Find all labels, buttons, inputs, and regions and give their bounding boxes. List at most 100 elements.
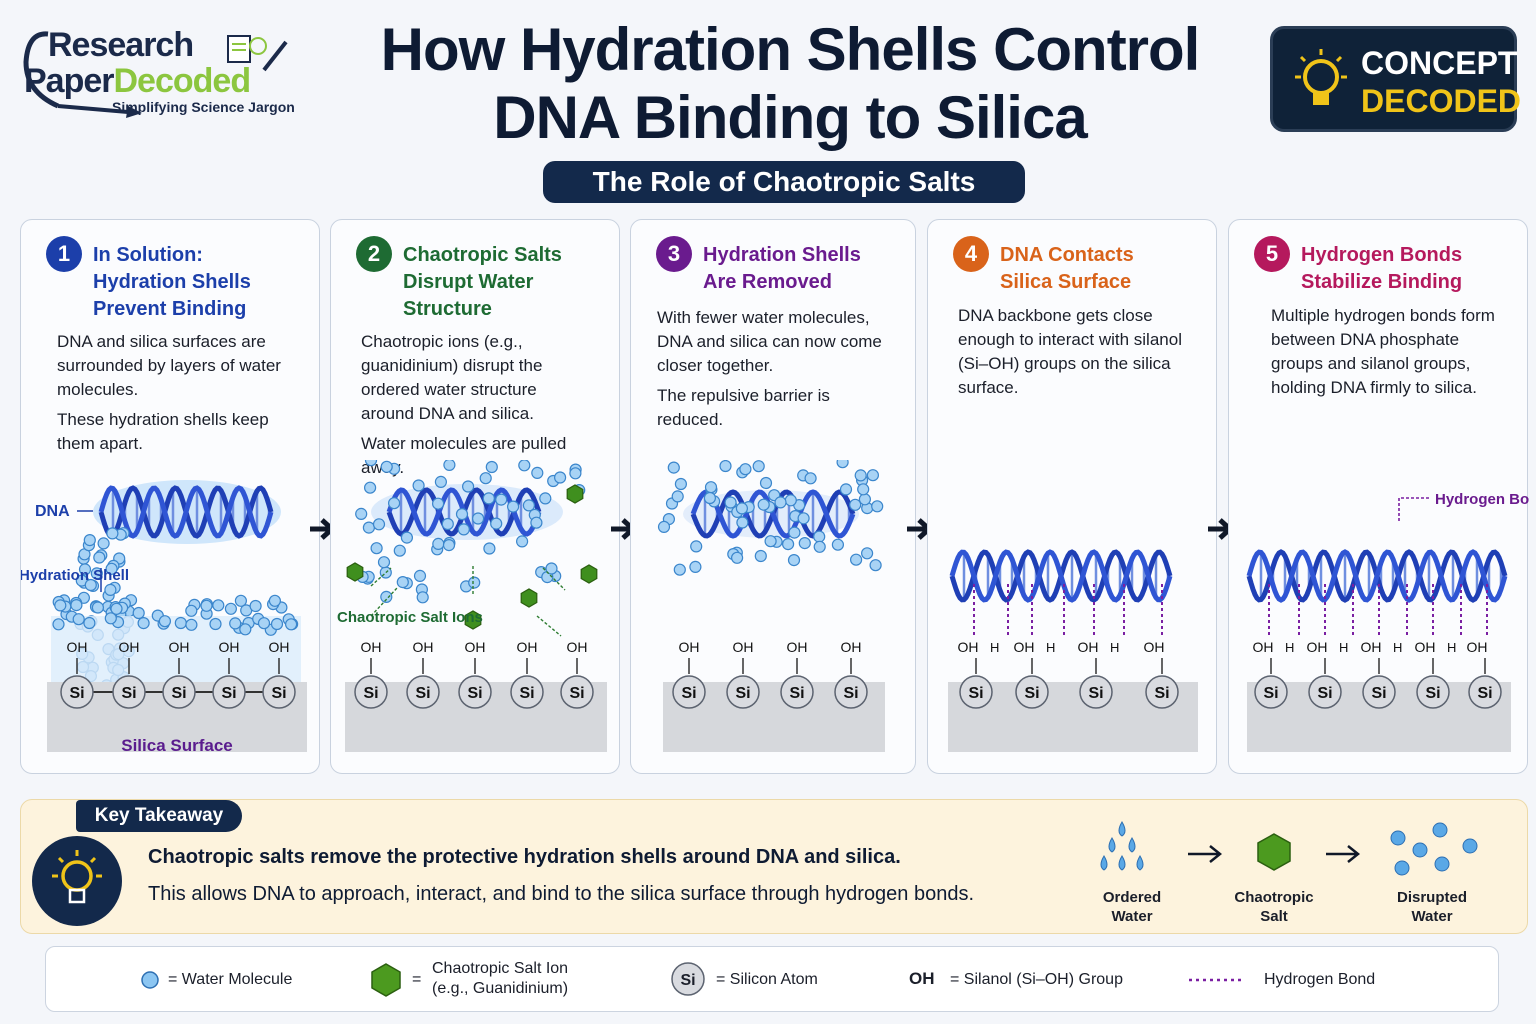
silicon-label: Si [1425, 685, 1440, 702]
water-molecule [861, 547, 874, 560]
silicon-label: Si [968, 685, 983, 702]
silanol-oh: OH [1014, 639, 1035, 655]
takeaway-lightbulb-icon [32, 836, 122, 926]
silanol-oh: OH [567, 639, 588, 655]
silanol-oh: OH [219, 639, 240, 655]
water-molecule [268, 594, 281, 607]
chaotropic-ions-label: Chaotropic Salt Ions [337, 609, 483, 626]
step-description: Chaotropic ions (e.g., guanidinium) disr… [361, 330, 591, 482]
scattered-water-molecules [355, 460, 586, 604]
silicon-label: Si [569, 685, 584, 702]
hydrogen-atom: H [1046, 640, 1055, 655]
water-molecule [797, 512, 810, 525]
dna-helix [949, 549, 1173, 603]
water-molecule [468, 576, 481, 589]
salt-ion-icon [371, 963, 401, 997]
step-number: 4 [953, 236, 989, 272]
water-molecule [569, 467, 582, 480]
water-molecule [413, 569, 427, 583]
logo: Research PaperDecoded Simplifying Scienc… [18, 22, 308, 122]
water-molecule [104, 583, 117, 596]
silicon-label: Si [1088, 685, 1103, 702]
water-molecule [90, 567, 103, 580]
step-title: In Solution: Hydration Shells Prevent Bi… [93, 242, 251, 323]
silicon-label: Si [363, 685, 378, 702]
step-title: Chaotropic Salts Disrupt Water Structure [403, 242, 562, 323]
silanol-oh: OH [517, 639, 538, 655]
silicon-label: Si [735, 685, 750, 702]
logo-tagline: Simplifying Science Jargon [112, 99, 295, 115]
desc-paragraph: Chaotropic ions (e.g., guanidinium) disr… [361, 332, 543, 423]
water-molecule [441, 517, 454, 531]
arrow-right-icon [1188, 845, 1223, 863]
silicon-atom [1254, 675, 1288, 709]
silanol-oh: OH [67, 639, 88, 655]
water-molecule [185, 618, 198, 631]
water-molecule [690, 540, 703, 553]
water-molecule [850, 553, 863, 566]
dna-strand [690, 489, 856, 539]
silicon-label: Si [1024, 685, 1039, 702]
silanol-oh: OH [119, 639, 140, 655]
silanol-oh: OH [1307, 639, 1328, 655]
water-molecule [485, 460, 498, 474]
silicon-atom [354, 675, 388, 709]
water-molecule [813, 530, 826, 543]
water-molecule [518, 460, 531, 472]
silicon-atom [112, 675, 146, 709]
water-molecule [380, 460, 393, 473]
silicon-atom [560, 675, 594, 709]
water-molecule [363, 481, 377, 494]
step-5-panel: 5 Hydrogen Bonds Stabilize Binding Multi… [1228, 219, 1529, 774]
water-molecule [434, 475, 448, 488]
silanol-oh: OH [1253, 639, 1274, 655]
water-molecule [516, 535, 529, 548]
water-molecule [158, 615, 171, 628]
legend-salt: Chaotropic Salt Ion (e.g., Guanidinium) [432, 960, 569, 997]
title-line1: How Hydration Shells Control [380, 16, 1201, 83]
silicon-label: Si [843, 685, 858, 702]
silicon-atom [1416, 675, 1450, 709]
silica-surface-label: Silica Surface [121, 736, 233, 755]
silicon-atom [959, 675, 993, 709]
desc-paragraph: DNA backbone gets close enough to intera… [958, 306, 1182, 397]
step-2-panel: 2 Chaotropic Salts Disrupt Water Structu… [330, 219, 620, 774]
water-molecule [858, 493, 871, 506]
badge-line2: DECODED [1361, 83, 1522, 119]
water-molecule [857, 483, 870, 496]
logo-line2: PaperDecoded [24, 62, 251, 101]
desc-paragraph: With fewer water molecules, DNA and sili… [657, 308, 882, 375]
water-molecule [52, 618, 65, 631]
silanol-oh: OH [1415, 639, 1436, 655]
step-title-line: Hydrogen Bonds [1301, 244, 1463, 266]
water-molecule [83, 533, 96, 547]
water-molecule [355, 507, 368, 521]
water-molecule [788, 526, 801, 539]
water-molecule [137, 617, 150, 630]
step-description: With fewer water molecules, DNA and sili… [657, 306, 897, 434]
silicon-label: Si [171, 685, 186, 702]
water-molecule [442, 538, 456, 552]
water-molecule [132, 606, 145, 620]
takeaway-line2: This allows DNA to approach, interact, a… [148, 883, 975, 905]
water-molecule [854, 469, 867, 482]
hydrogen-atom: H [1393, 640, 1402, 655]
hydration-shell-label: Hydration Shell [21, 567, 129, 584]
step-description: DNA and silica surfaces are surrounded b… [57, 330, 297, 458]
silicon-label: Si [69, 685, 84, 702]
water-molecule [531, 466, 544, 479]
water-molecule [539, 492, 552, 505]
step-title: Hydration Shells Are Removed [703, 242, 861, 296]
water-molecule [479, 472, 492, 485]
water-molecule [72, 613, 85, 626]
water-molecule [757, 498, 770, 511]
silanol-oh: OH [1078, 639, 1099, 655]
water-molecule [736, 516, 749, 529]
desc-paragraph: These hydration shells keep them apart. [57, 410, 269, 453]
water-molecule [530, 516, 543, 529]
desc-paragraph: Multiple hydrogen bonds form between DNA… [1271, 306, 1495, 397]
silanol-oh: OH [1467, 639, 1488, 655]
silicon-atom [510, 675, 544, 709]
